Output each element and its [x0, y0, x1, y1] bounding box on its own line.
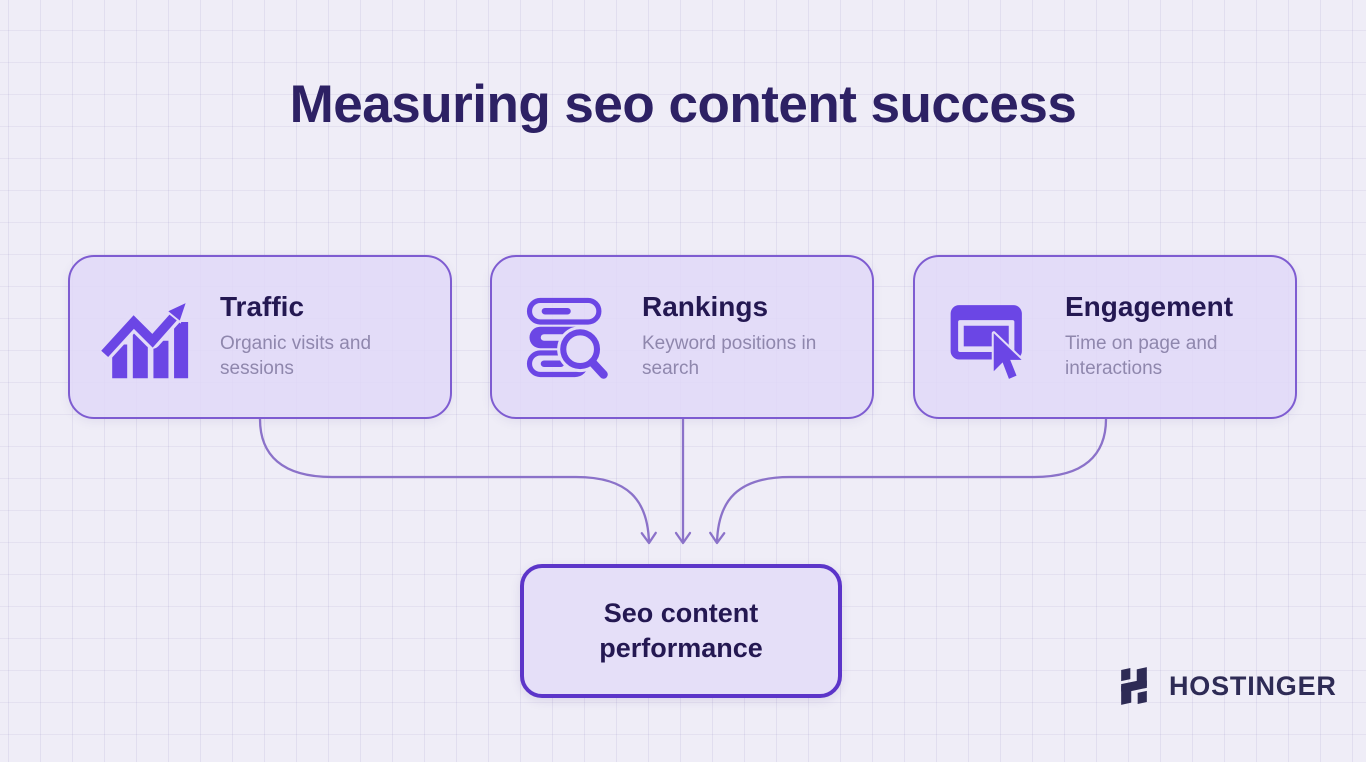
card-text: Rankings Keyword positions in search: [642, 291, 847, 382]
card-heading: Engagement: [1065, 291, 1234, 323]
connector-engagement: [709, 418, 1108, 545]
card-engagement: Engagement Time on page and interactions: [913, 255, 1297, 419]
brand-logo: HOSTINGER: [1112, 664, 1337, 708]
card-heading: Traffic: [220, 291, 305, 323]
page-title: Measuring seo content success: [289, 75, 1077, 134]
card-description: Time on page and interactions: [1065, 332, 1218, 380]
ranking-list-magnifier-icon: [522, 292, 612, 382]
result-box: Seo content performance: [520, 564, 842, 698]
card-description: Organic visits and sessions: [220, 332, 372, 380]
hostinger-h-icon: [1121, 667, 1147, 705]
connector-traffic: [258, 418, 657, 545]
card-traffic: Traffic Organic visits and sessions: [68, 255, 452, 419]
card-text: Engagement Time on page and interactions: [1065, 291, 1270, 382]
card-rankings: Rankings Keyword positions in search: [490, 255, 874, 419]
result-box-label: Seo content performance: [599, 597, 763, 663]
card-description: Keyword positions in search: [642, 332, 817, 380]
brand-wordmark: HOSTINGER: [1169, 670, 1337, 701]
card-heading: Rankings: [642, 291, 769, 323]
traffic-growth-chart-icon: [96, 292, 190, 382]
card-text: Traffic Organic visits and sessions: [220, 291, 425, 382]
browser-cursor-icon: [945, 292, 1035, 382]
